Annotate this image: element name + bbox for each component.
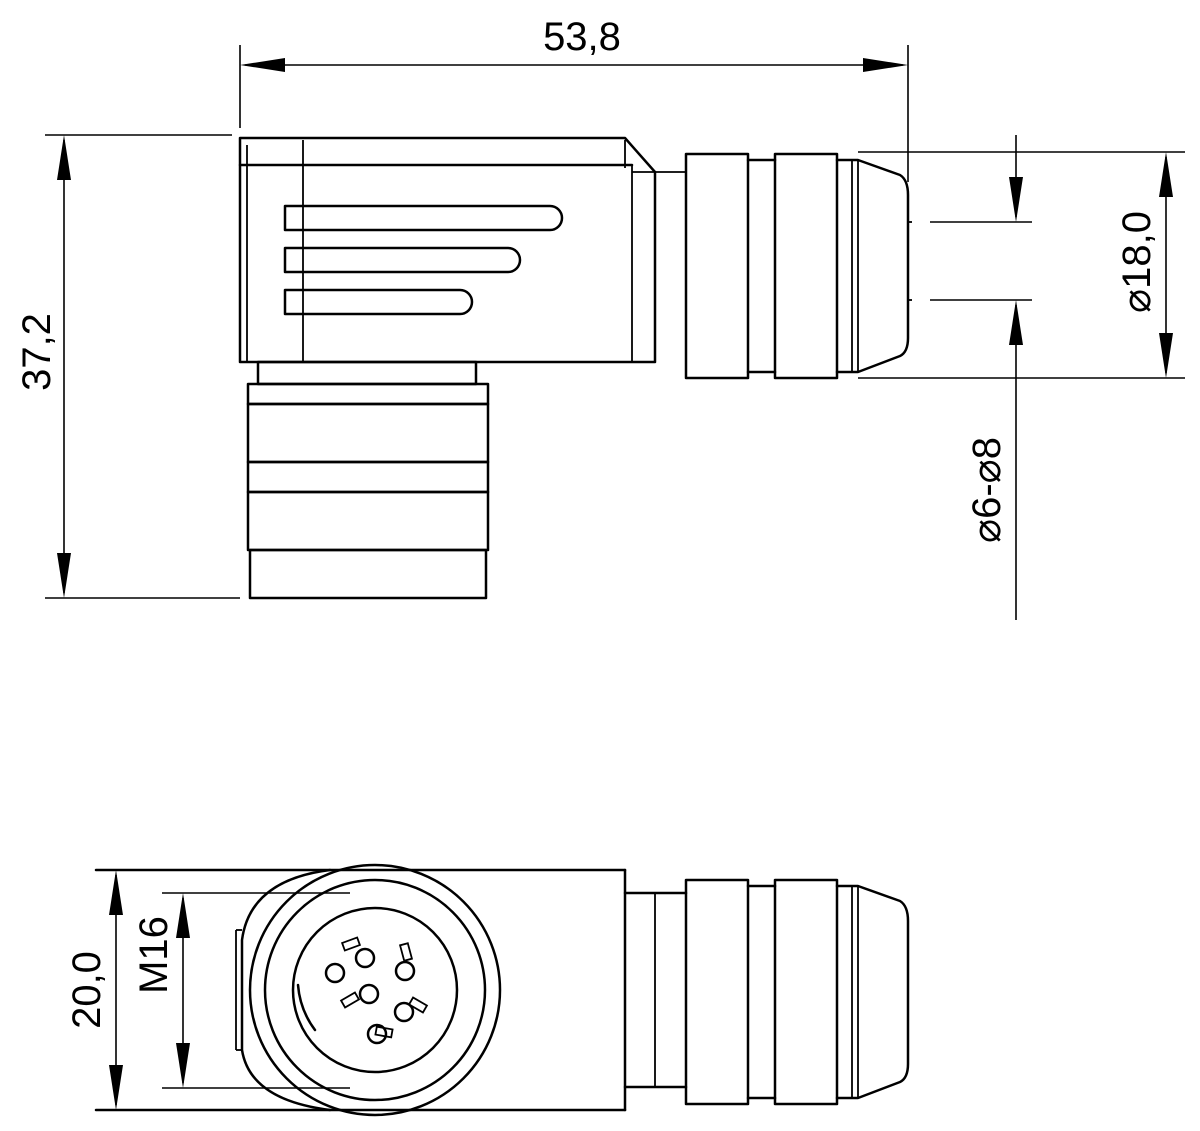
housing-rib: [283, 288, 474, 316]
contact-pin: [354, 947, 376, 969]
dimension-thread: M16: [132, 892, 350, 1089]
dimension-label-nut-diameter: 18,0: [1115, 211, 1159, 289]
side-view: 53,8 37,2 ⌀18,0: [15, 15, 1185, 620]
cable-nut-horizontal: [684, 152, 912, 380]
dimension-label-height: 37,2: [15, 313, 59, 391]
contact-pin: [358, 983, 380, 1005]
dimension-label-thread: M16: [132, 916, 176, 994]
dimension-cable-range: ⌀6-⌀8: [930, 135, 1032, 620]
dimension-body-width: 20,0: [65, 869, 125, 1111]
housing-rib: [283, 246, 522, 274]
dimension-label-length: 53,8: [543, 15, 621, 59]
housing-rib: [283, 204, 564, 232]
diameter-icon: ⌀: [1115, 289, 1159, 313]
coupling-nut-vertical: [246, 360, 490, 600]
contact-pin: [394, 960, 416, 982]
housing-face: [94, 868, 688, 1112]
contact-pins: [324, 936, 429, 1045]
dimension-overall-height: 37,2: [15, 134, 240, 599]
dimension-label-cable-max: 8: [965, 437, 1009, 459]
cable-nut-front: [684, 878, 910, 1106]
dimension-label-cable-min: 6-: [965, 483, 1009, 519]
svg-text:⌀18,0: ⌀18,0: [1115, 211, 1159, 313]
socket-face: [248, 863, 502, 1117]
dimension-nut-diameter: ⌀18,0: [858, 151, 1185, 379]
housing-body: [238, 136, 686, 364]
svg-text:⌀6-⌀8: ⌀6-⌀8: [965, 437, 1009, 543]
contact-pin: [324, 962, 346, 984]
dimension-overall-length: 53,8: [239, 15, 909, 182]
diameter-icon: ⌀: [965, 519, 1009, 543]
dimension-label-width: 20,0: [65, 951, 109, 1029]
diameter-icon: ⌀: [965, 459, 1009, 483]
contact-pin: [366, 1023, 388, 1045]
front-view: 20,0 M16: [65, 863, 910, 1117]
contact-pin: [393, 1001, 415, 1023]
